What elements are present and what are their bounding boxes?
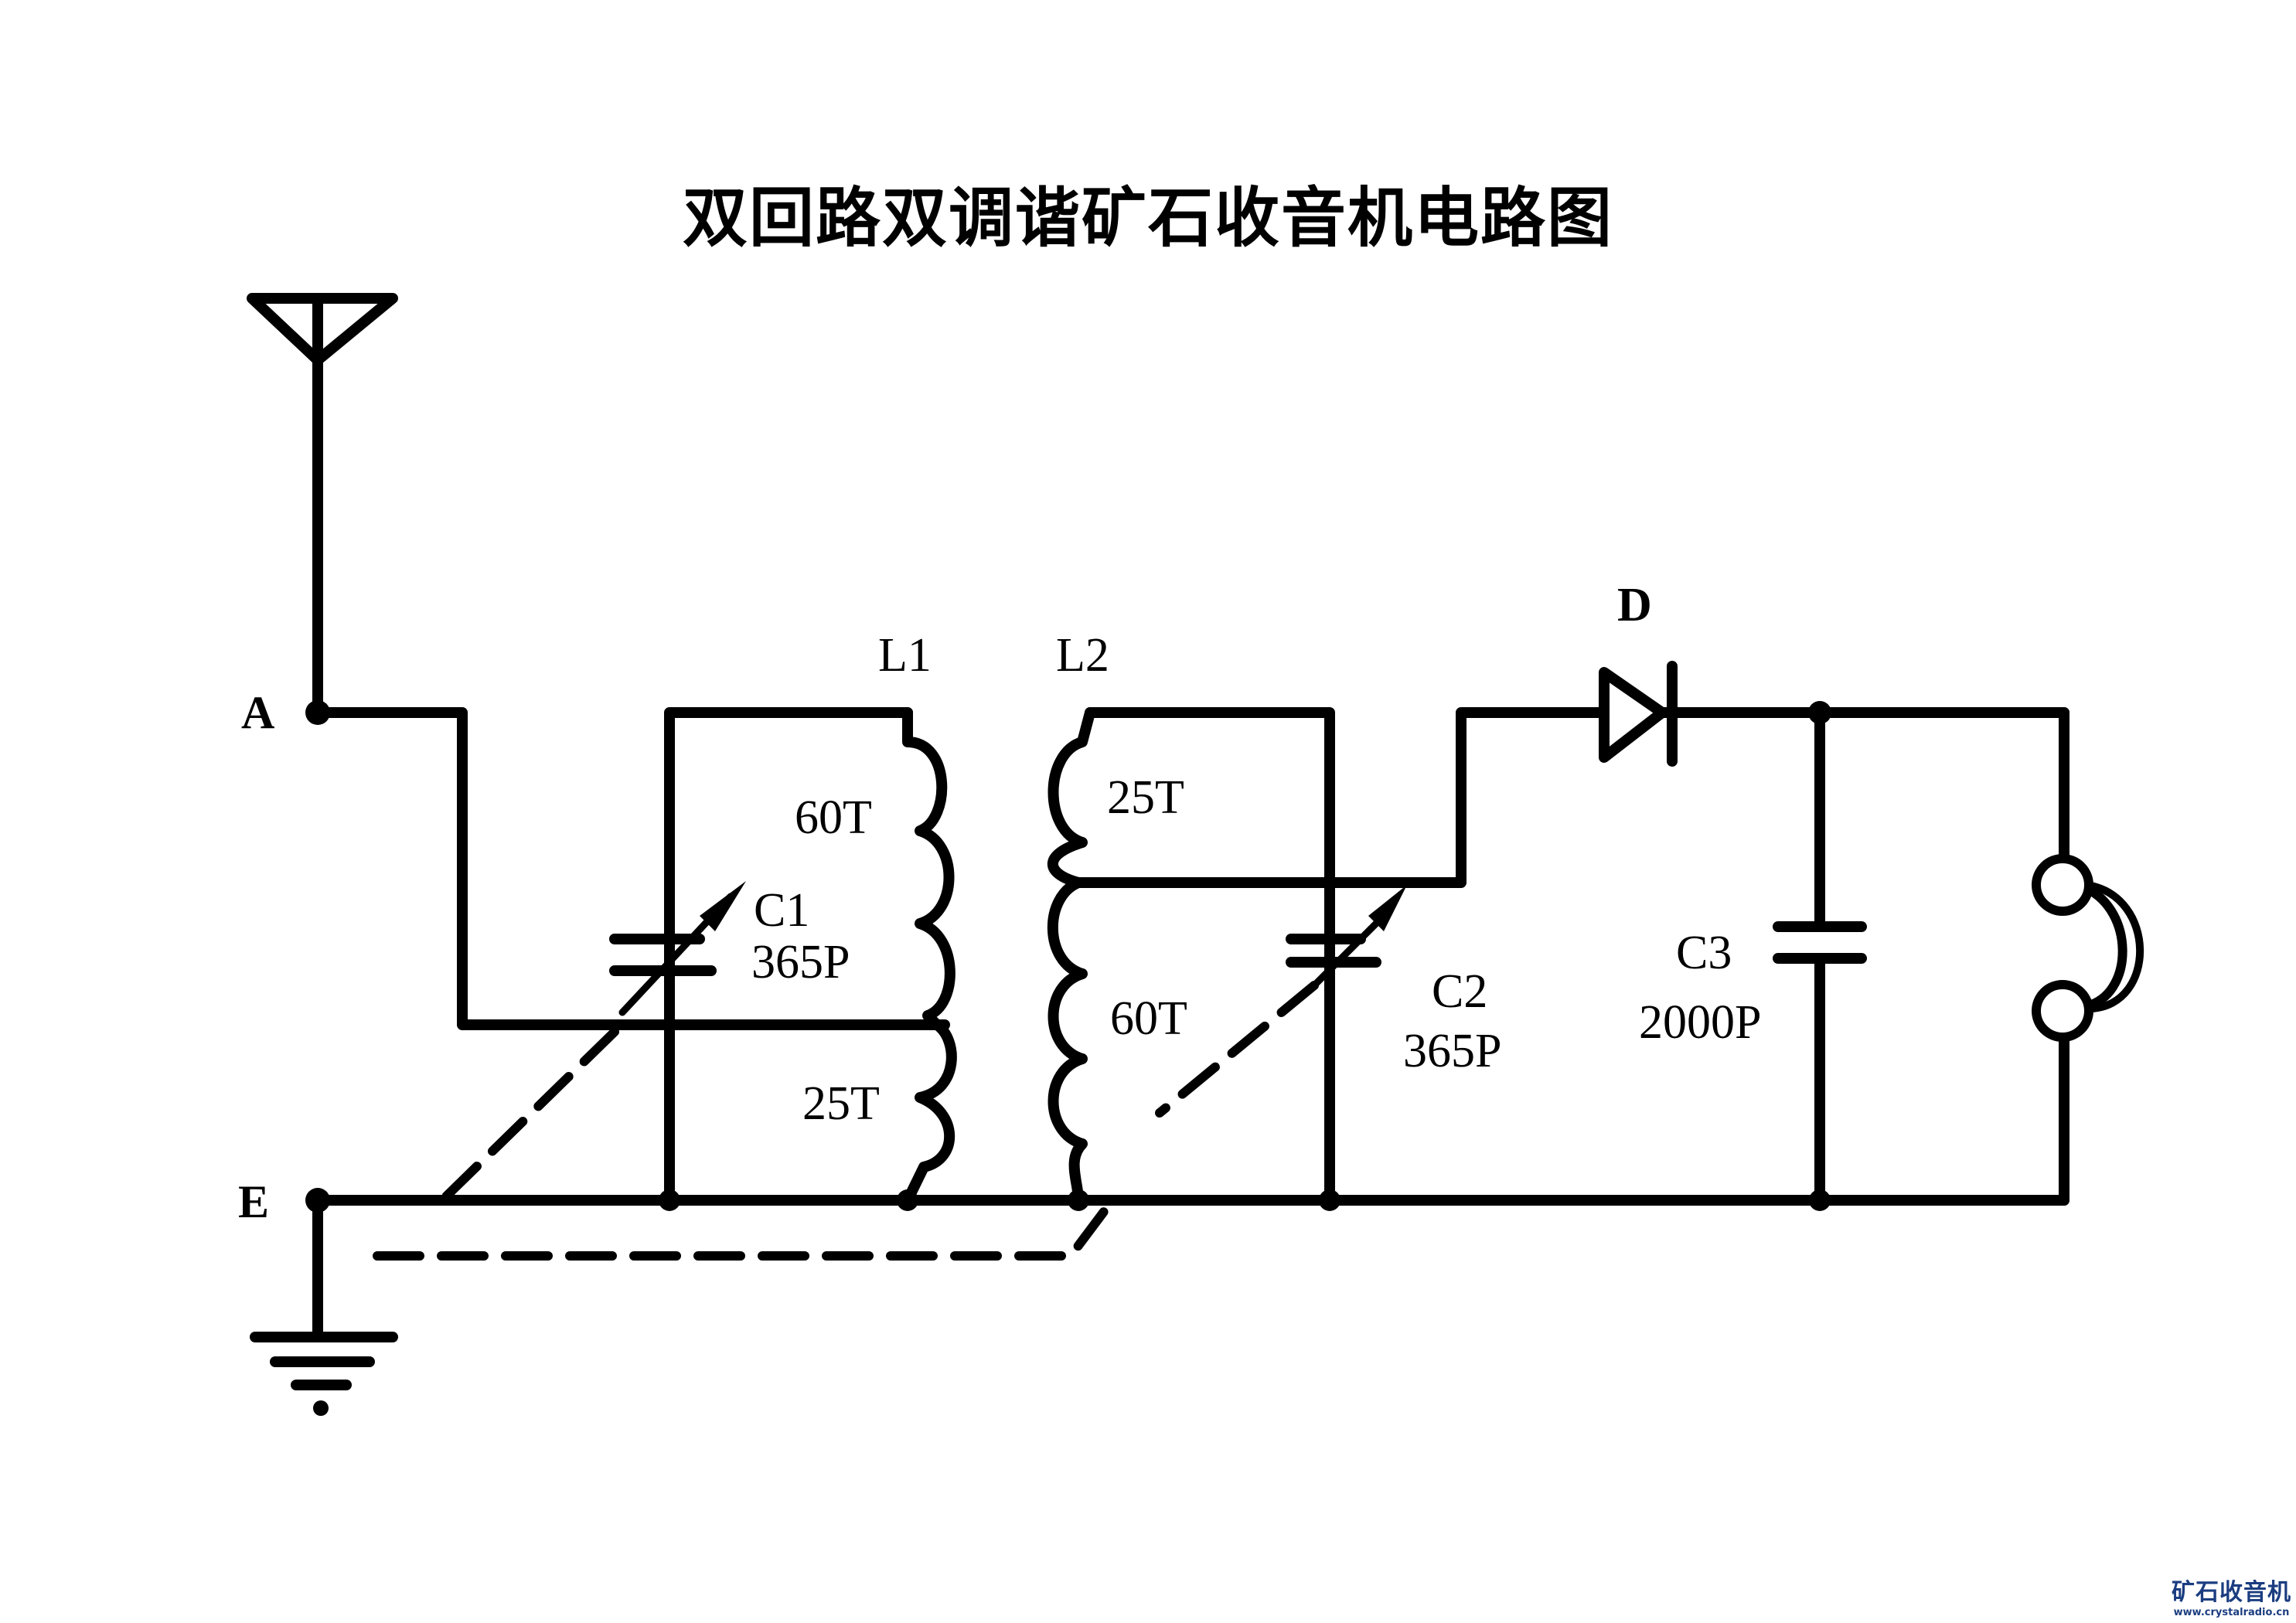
l2-tap-wire: [1073, 707, 2069, 888]
l2-upper-turns: 25T: [1107, 771, 1184, 824]
diagram-title: 双回路双调谐矿石收音机电路图: [682, 180, 1613, 256]
c2-label: C2: [1432, 965, 1487, 1018]
antenna-wire: [312, 707, 950, 1030]
earphone-icon: [2032, 854, 2144, 1042]
junction-dot: [897, 1189, 918, 1211]
capacitor-c2-icon: [1155, 885, 1407, 1118]
l1-lower-turns: 25T: [802, 1077, 880, 1130]
capacitor-c1-icon: [438, 881, 746, 1205]
watermark-url: www.crystalradio.cn: [2173, 1607, 2290, 1618]
gang-link-dashed: [373, 1205, 1110, 1261]
terminal-a-label: A: [241, 687, 274, 738]
c1-label: C1: [754, 884, 809, 937]
terminal-e-label: E: [238, 1176, 269, 1227]
l2-top-wire: [1085, 707, 1335, 1206]
coil-l2-icon: [1047, 707, 1095, 1206]
l1-left-wire: [664, 707, 913, 1206]
l2-lower-turns: 60T: [1110, 992, 1187, 1045]
c1-value: 365P: [751, 936, 850, 988]
ground-icon: [250, 1195, 398, 1416]
l2-label: L2: [1056, 629, 1109, 682]
l1-upper-turns: 60T: [795, 791, 872, 844]
watermark-name: 矿石收音机: [2172, 1579, 2291, 1606]
c3-label: C3: [1676, 927, 1732, 979]
c2-value: 365P: [1403, 1025, 1501, 1077]
coil-l1-icon: [902, 707, 957, 1206]
l1-label: L1: [878, 629, 932, 682]
junction-dot: [659, 1189, 680, 1211]
c3-value: 2000P: [1639, 996, 1761, 1049]
antenna-icon: [247, 293, 398, 718]
diode-icon: [1599, 661, 1678, 767]
capacitor-c3-icon: [1773, 707, 1867, 1206]
watermark-logo: 矿石收音机 www.crystalradio.cn: [2172, 1573, 2291, 1618]
diode-label: D: [1617, 579, 1652, 631]
